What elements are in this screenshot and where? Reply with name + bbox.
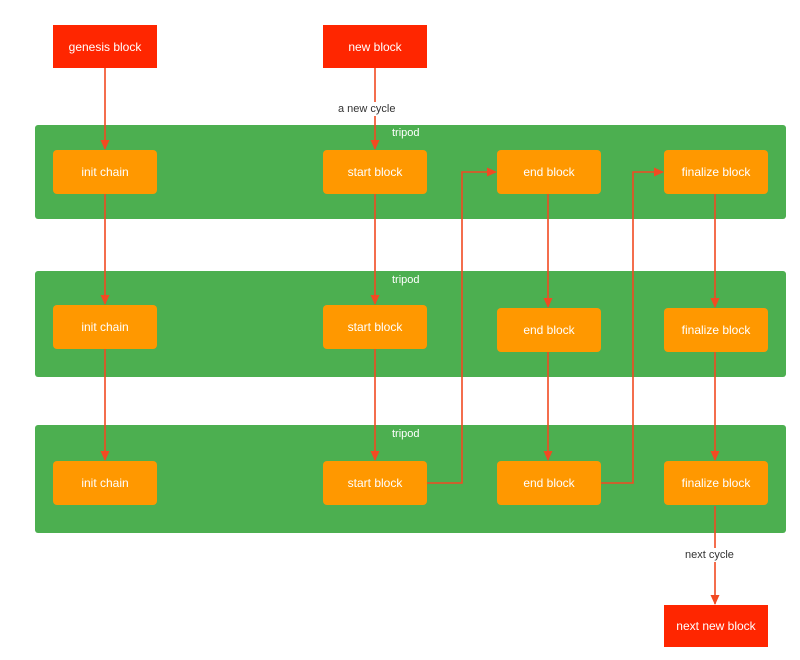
end-block-node: end block (497, 308, 601, 352)
tripod-label-2: tripod (392, 274, 420, 286)
arrow-start-3-to-end-1 (427, 167, 497, 484)
tripod-label-1: tripod (392, 127, 420, 139)
next-cycle-label: next cycle (684, 548, 735, 562)
tripod-label-3: tripod (392, 428, 420, 440)
arrow-end-3-to-finalize-1 (600, 167, 664, 484)
end-block-node: end block (497, 150, 601, 194)
init-chain-node: init chain (53, 305, 157, 349)
init-chain-node: init chain (53, 150, 157, 194)
start-block-node: start block (323, 150, 427, 194)
finalize-block-node: finalize block (664, 461, 768, 505)
genesis-block-node: genesis block (53, 25, 157, 68)
finalize-block-node: finalize block (664, 308, 768, 352)
next-new-block-node: next new block (664, 605, 768, 647)
new-cycle-label: a new cycle (337, 102, 397, 116)
end-block-node: end block (497, 461, 601, 505)
init-chain-node: init chain (53, 461, 157, 505)
start-block-node: start block (323, 305, 427, 349)
start-block-node: start block (323, 461, 427, 505)
new-block-node: new block (323, 25, 427, 68)
finalize-block-node: finalize block (664, 150, 768, 194)
